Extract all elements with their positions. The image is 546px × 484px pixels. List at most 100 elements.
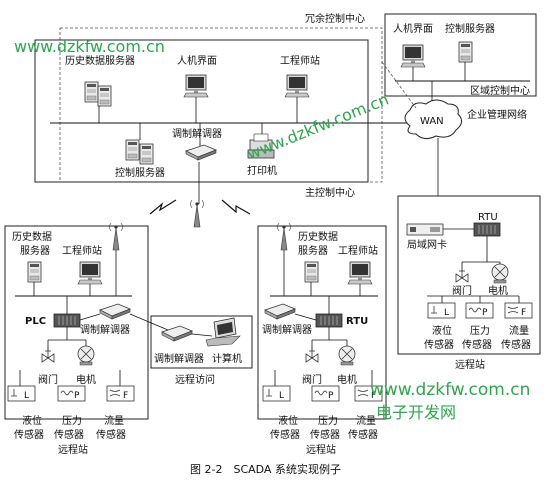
middle-history-server-icon — [304, 261, 319, 283]
left-history-label-a: 历史数据 — [12, 230, 52, 243]
middle-modem-label: 调制解调器 — [262, 323, 312, 336]
main-center-label: 主控制中心 — [305, 186, 355, 199]
wireless-signal-right — [221, 199, 251, 215]
middle-valve-label: 阀门 — [302, 373, 322, 386]
middle-history-label-b: 服务器 — [298, 244, 328, 257]
control-server-icon — [125, 139, 140, 161]
watermark-bottom-url: www.dzkfw.com.cn — [370, 380, 530, 400]
figure-caption: 图 2-2 SCADA 系统实现例子 — [190, 462, 341, 476]
access-modem-icon — [161, 325, 193, 342]
printer-label: 打印机 — [247, 164, 277, 177]
middle-station-label: 远程站 — [306, 443, 336, 456]
left-flow-symbol: F — [123, 391, 128, 401]
middle-level-label-b: 传感器 — [270, 428, 300, 441]
left-station-label: 远程站 — [58, 443, 88, 456]
right-pressure-symbol: P — [482, 308, 488, 318]
left-modem-icon — [99, 303, 131, 320]
left-history-label-b: 服务器 — [20, 244, 50, 257]
enterprise-network-label: 企业管理网络 — [467, 108, 527, 121]
middle-engineer-label: 工程师站 — [338, 244, 378, 257]
middle-pressure-label-a: 压力 — [318, 414, 338, 427]
right-motor-icon — [491, 263, 509, 284]
main-antenna-icon — [190, 199, 204, 228]
middle-level-symbol: L — [279, 391, 284, 401]
middle-pressure-sensor-icon — [311, 385, 340, 402]
region-center-label: 区域控制中心 — [470, 84, 530, 97]
lan-card-icon — [406, 223, 444, 236]
middle-motor-label: 电机 — [337, 373, 357, 386]
left-flow-label-b: 传感器 — [96, 428, 126, 441]
right-pressure-sensor-icon — [465, 302, 494, 319]
right-level-symbol: L — [444, 308, 449, 318]
middle-flow-label-a: 流量 — [356, 414, 376, 427]
middle-pressure-symbol: P — [328, 391, 334, 401]
left-valve-label: 阀门 — [38, 373, 58, 386]
left-motor-label: 电机 — [76, 373, 96, 386]
redundant-center-label: 冗余控制中心 — [305, 12, 365, 25]
right-flow-sensor-icon — [504, 302, 533, 319]
middle-engineer-monitor-icon — [347, 261, 373, 285]
right-station-label: 远程站 — [455, 358, 485, 371]
remote-access-label: 远程访问 — [175, 373, 215, 386]
left-antenna-icon — [109, 222, 123, 251]
region-center-frame — [384, 13, 537, 97]
main-control-center: 冗余控制中心 主控制中心 历史数据服务器 人机界面 工程师站 调制解调器 控制服… — [34, 12, 422, 199]
main-history-server-icon — [84, 81, 99, 103]
left-flow-label-a: 流量 — [104, 414, 124, 427]
left-pressure-label-a: 压力 — [62, 414, 82, 427]
right-flow-label-a: 流量 — [509, 324, 529, 337]
right-flow-label-b: 传感器 — [501, 338, 531, 351]
left-level-label-a: 液位 — [22, 414, 42, 427]
main-hmi-monitor-icon — [183, 74, 209, 98]
lan-card-label: 局域网卡 — [407, 238, 447, 251]
region-hmi-label: 人机界面 — [393, 22, 433, 35]
right-level-label-b: 传感器 — [424, 338, 454, 351]
left-pressure-label-b: 传感器 — [54, 428, 84, 441]
main-history-server-icon-2 — [97, 85, 112, 107]
left-engineer-label: 工程师站 — [62, 244, 102, 257]
remote-access: 调制解调器 计算机 远程访问 — [129, 313, 253, 386]
watermark-top-left: www.dzkfw.com.cn — [14, 37, 165, 56]
left-level-symbol: L — [24, 391, 29, 401]
main-center-frame — [34, 39, 369, 183]
middle-valve-icon — [305, 350, 319, 363]
right-pressure-label-b: 传感器 — [462, 338, 492, 351]
middle-rtu-icon — [315, 313, 343, 328]
right-level-sensor-icon — [427, 302, 456, 319]
remote-station-middle: 历史数据 服务器 工程师站 RTU 调制解调器 阀门 电机 L P F 液位 — [257, 222, 387, 456]
remote-station-right: RTU 局域网卡 阀门 电机 L P F 液位 传感器 压力 传感器 — [397, 195, 541, 371]
left-flow-sensor-icon — [106, 385, 135, 402]
right-flow-symbol: F — [521, 308, 526, 318]
left-pressure-sensor-icon — [57, 385, 86, 402]
wireless-signal-left — [149, 199, 177, 215]
right-pressure-label-a: 压力 — [470, 324, 490, 337]
left-plc-label: PLC — [25, 316, 46, 327]
middle-level-sensor-icon — [262, 385, 291, 402]
watermark-bottom-cn: 电子开发网 — [376, 403, 456, 422]
region-server-icon — [458, 41, 473, 63]
left-engineer-monitor-icon — [77, 261, 103, 285]
right-valve-label: 阀门 — [452, 284, 472, 297]
region-hmi-monitor-icon — [400, 44, 426, 68]
watermark-diagonal: www.dzkfw.com.cn — [244, 90, 391, 164]
printer-icon — [247, 133, 275, 159]
remote-access-frame — [150, 315, 253, 369]
right-motor-label: 电机 — [488, 284, 508, 297]
wan-label: WAN — [420, 116, 444, 127]
main-modem-icon — [185, 144, 217, 161]
right-rtu-label: RTU — [478, 212, 498, 223]
right-valve-icon — [455, 270, 469, 283]
access-computer-label: 计算机 — [212, 352, 242, 365]
access-modem-label: 调制解调器 — [154, 352, 204, 365]
redundant-link — [381, 61, 417, 109]
left-pressure-symbol: P — [74, 391, 80, 401]
middle-flow-symbol: F — [371, 391, 376, 401]
main-engineer-monitor-icon — [284, 74, 310, 98]
history-server-label: 历史数据服务器 — [65, 54, 135, 67]
middle-history-label-a: 历史数据 — [298, 230, 338, 243]
middle-modem-icon — [264, 303, 296, 320]
left-motor-icon — [77, 345, 95, 366]
region-server-label: 控制服务器 — [445, 22, 495, 35]
